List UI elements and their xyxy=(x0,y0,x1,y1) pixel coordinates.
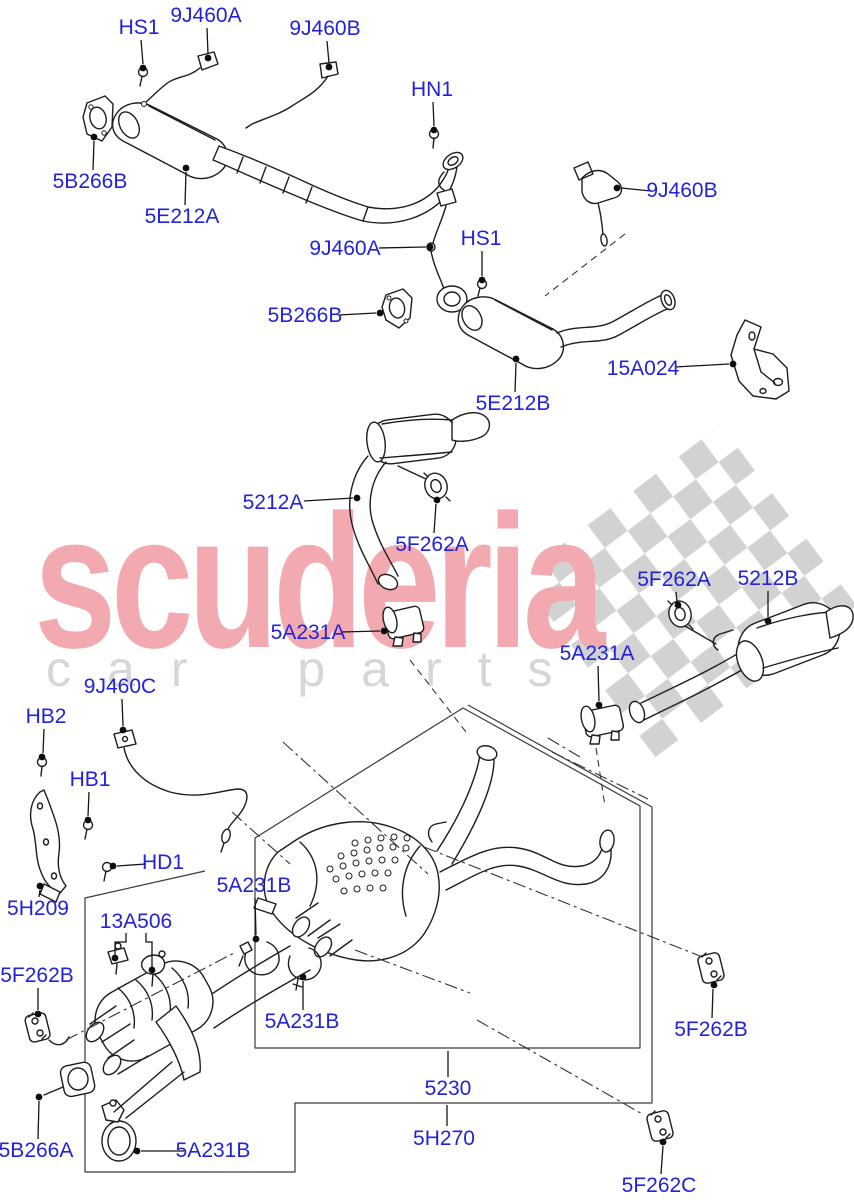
part-label-9j460a-b[interactable]: 9J460A xyxy=(309,237,381,260)
part-label-13a506[interactable]: 13A506 xyxy=(99,910,173,933)
part-label-5230[interactable]: 5230 xyxy=(424,1077,472,1100)
part-label-5a231b-a[interactable]: 5A231B xyxy=(216,874,292,897)
part-label-5e212b[interactable]: 5E212B xyxy=(475,392,551,415)
part-label-hs1-b[interactable]: HS1 xyxy=(460,227,502,250)
part-label-9j460c[interactable]: 9J460C xyxy=(83,675,157,698)
watermark-title: scuderia xyxy=(34,476,605,688)
muffler-5212a xyxy=(349,412,491,591)
heat-shield xyxy=(29,789,67,903)
part-label-5h270[interactable]: 5H270 xyxy=(413,1127,475,1150)
part-label-5f262b-a[interactable]: 5F262B xyxy=(0,964,74,987)
coupling-sleeve-left xyxy=(382,605,425,647)
main-muffler-assembly xyxy=(199,745,615,1029)
oxygen-sensor-rear-rh xyxy=(573,161,623,247)
alignment-centerlines xyxy=(65,233,701,1116)
front-catalyst-rh xyxy=(381,285,676,370)
muffler-5212b xyxy=(628,600,854,724)
oxygen-sensor-rear-lh xyxy=(245,61,339,129)
part-label-5h209[interactable]: 5H209 xyxy=(7,897,69,920)
part-label-5b266a[interactable]: 5B266A xyxy=(0,1139,74,1162)
part-label-9j460b-a[interactable]: 9J460B xyxy=(289,17,361,40)
part-label-hd1[interactable]: HD1 xyxy=(141,851,185,874)
part-label-5a231a-a[interactable]: 5A231A xyxy=(270,621,346,644)
coupling-sleeve-right xyxy=(580,704,625,745)
part-label-9j460a-a[interactable]: 9J460A xyxy=(170,4,242,27)
leader-lines xyxy=(34,27,772,1175)
clamp-lower xyxy=(101,1061,185,1162)
part-label-5f262a-a[interactable]: 5F262A xyxy=(395,533,469,556)
part-label-hb1[interactable]: HB1 xyxy=(69,768,111,791)
part-label-hs1-a[interactable]: HS1 xyxy=(118,16,160,39)
part-label-5f262b-b[interactable]: 5F262B xyxy=(674,1018,748,1041)
part-label-hb2[interactable]: HB2 xyxy=(25,705,67,728)
rubber-mount-left xyxy=(24,1012,70,1046)
part-label-hn1[interactable]: HN1 xyxy=(410,78,454,101)
part-label-5a231b-b[interactable]: 5A231B xyxy=(264,1010,340,1033)
part-label-5212b[interactable]: 5212B xyxy=(737,567,799,590)
part-label-5f262c[interactable]: 5F262C xyxy=(621,1174,697,1197)
part-label-5b266b-a[interactable]: 5B266B xyxy=(52,170,128,193)
part-label-5a231b-c[interactable]: 5A231B xyxy=(175,1139,251,1162)
gasket-5b266a xyxy=(43,1061,96,1098)
part-label-5f262a-b[interactable]: 5F262A xyxy=(637,568,711,591)
exhaust-temp-sensor xyxy=(426,188,457,290)
clamp-upper xyxy=(238,941,280,976)
front-silencer xyxy=(85,960,214,1081)
part-label-9j460b-b[interactable]: 9J460B xyxy=(646,179,718,202)
part-label-5212a[interactable]: 5212A xyxy=(242,491,304,514)
rubber-mount-tail xyxy=(646,1110,674,1142)
part-label-5b266b-b[interactable]: 5B266B xyxy=(267,304,343,327)
group-outline-boxes xyxy=(84,704,653,1173)
support-bracket xyxy=(730,319,790,400)
part-label-5e212a[interactable]: 5E212A xyxy=(144,205,220,228)
part-label-5a231a-b[interactable]: 5A231A xyxy=(559,642,635,665)
watermark-subtitle: car parts xyxy=(46,641,589,697)
clamp-middle xyxy=(287,947,322,991)
front-catalyst-lh xyxy=(82,95,464,224)
part-label-15a024[interactable]: 15A024 xyxy=(606,357,680,380)
oxygen-sensor-mid xyxy=(113,729,248,853)
rubber-mount-right xyxy=(697,952,725,984)
